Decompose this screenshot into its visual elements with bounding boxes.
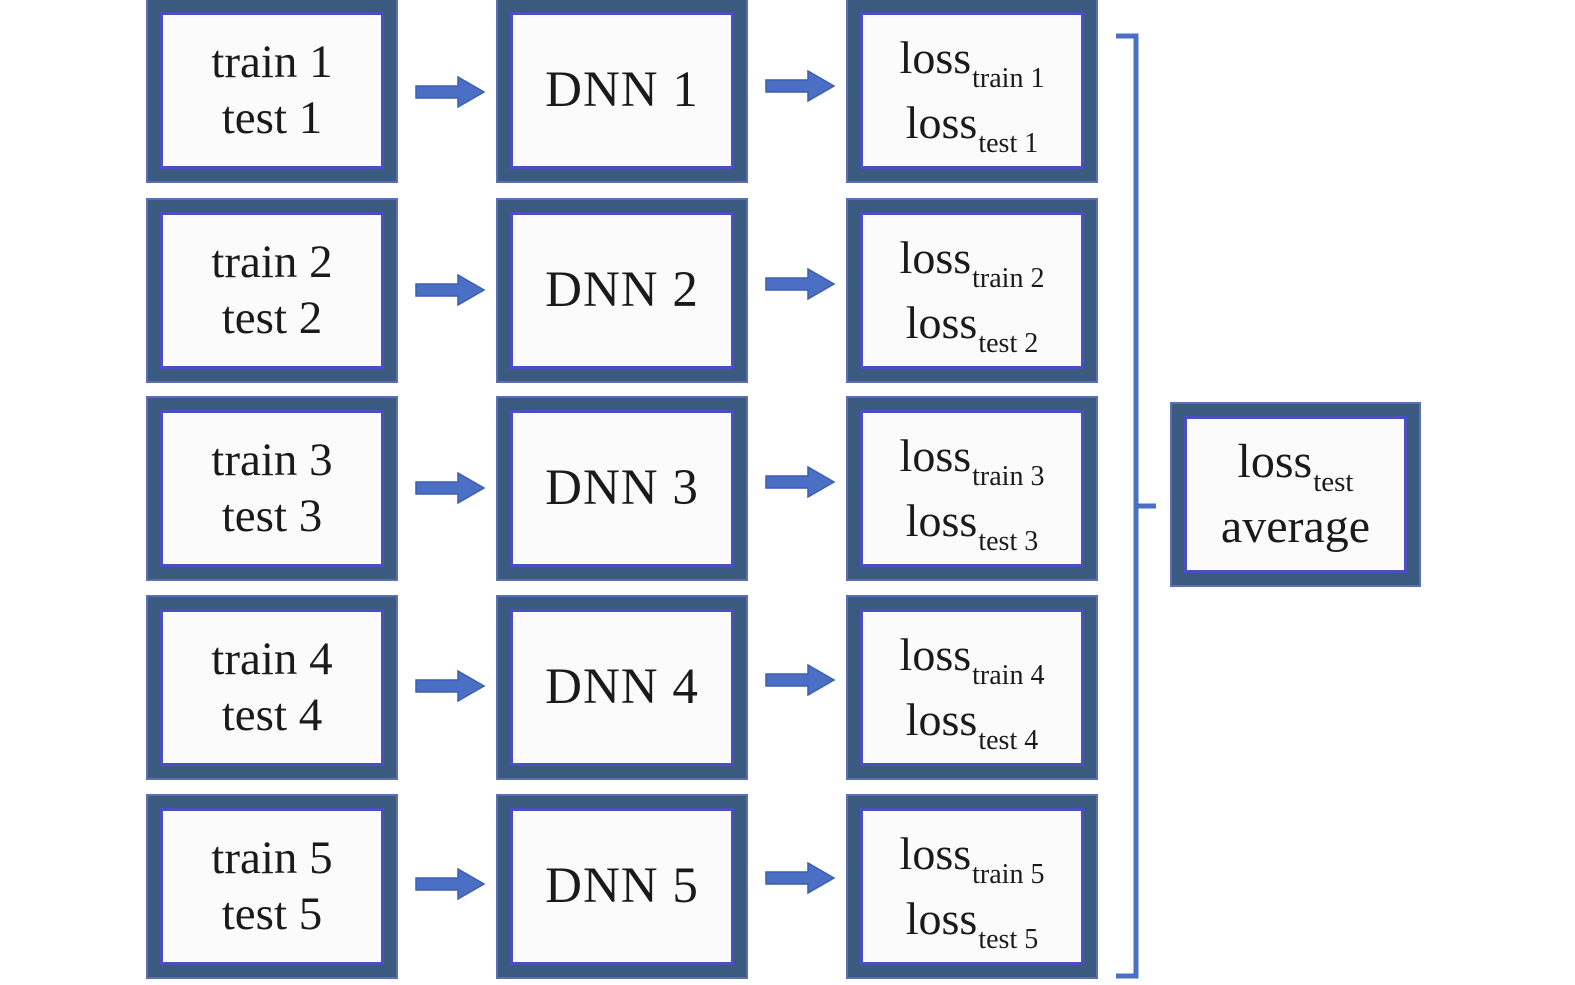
fold-5-arrow-to-loss — [765, 862, 836, 894]
fold-1-arrow-to-loss — [765, 70, 836, 102]
model-label: DNN 2 — [545, 262, 699, 319]
test-loss-label: losstest 5 — [905, 892, 1039, 955]
fold-1-arrow-to-model — [415, 76, 486, 108]
train-set-label: train 4 — [211, 633, 333, 686]
train-loss-label: losstrain 1 — [899, 32, 1045, 95]
test-loss-label: losstest 1 — [905, 96, 1039, 159]
test-set-label: test 4 — [221, 688, 323, 741]
result-loss-label: losstest — [1237, 434, 1354, 498]
fold-5-model-box: DNN 5 — [498, 796, 746, 977]
model-label: DNN 4 — [545, 659, 699, 716]
train-set-label: train 2 — [211, 236, 333, 289]
fold-4-model-box: DNN 4 — [498, 597, 746, 778]
fold-4-arrow-to-model — [415, 670, 486, 702]
test-set-label: test 1 — [221, 91, 323, 144]
test-set-label: test 5 — [221, 887, 323, 940]
train-loss-label: losstrain 4 — [899, 629, 1045, 692]
model-label: DNN 1 — [545, 62, 699, 119]
result-average-label: average — [1220, 499, 1371, 553]
fold-4-arrow-to-loss — [765, 664, 836, 696]
fold-2-model-box: DNN 2 — [498, 200, 746, 381]
train-set-label: train 5 — [211, 832, 333, 885]
test-loss-label: losstest 2 — [905, 296, 1039, 359]
fold-3-arrow-to-loss — [765, 466, 836, 498]
train-set-label: train 1 — [211, 36, 333, 89]
aggregation-bracket — [1116, 33, 1156, 979]
test-set-label: test 3 — [221, 489, 323, 542]
model-label: DNN 5 — [545, 858, 699, 915]
train-loss-label: losstrain 5 — [899, 828, 1045, 891]
test-loss-label: losstest 3 — [905, 494, 1039, 557]
train-loss-label: losstrain 2 — [899, 232, 1045, 295]
fold-3-model-box: DNN 3 — [498, 398, 746, 579]
result-box: losstest average — [1172, 404, 1419, 585]
train-loss-label: losstrain 3 — [899, 430, 1045, 493]
test-set-label: test 2 — [221, 291, 323, 344]
fold-2-arrow-to-model — [415, 274, 486, 306]
test-loss-label: losstest 4 — [905, 693, 1039, 756]
fold-5-arrow-to-model — [415, 868, 486, 900]
model-label: DNN 3 — [545, 460, 699, 517]
fold-3-arrow-to-model — [415, 472, 486, 504]
train-set-label: train 3 — [211, 434, 333, 487]
fold-1-model-box: DNN 1 — [498, 0, 746, 181]
fold-2-arrow-to-loss — [765, 268, 836, 300]
